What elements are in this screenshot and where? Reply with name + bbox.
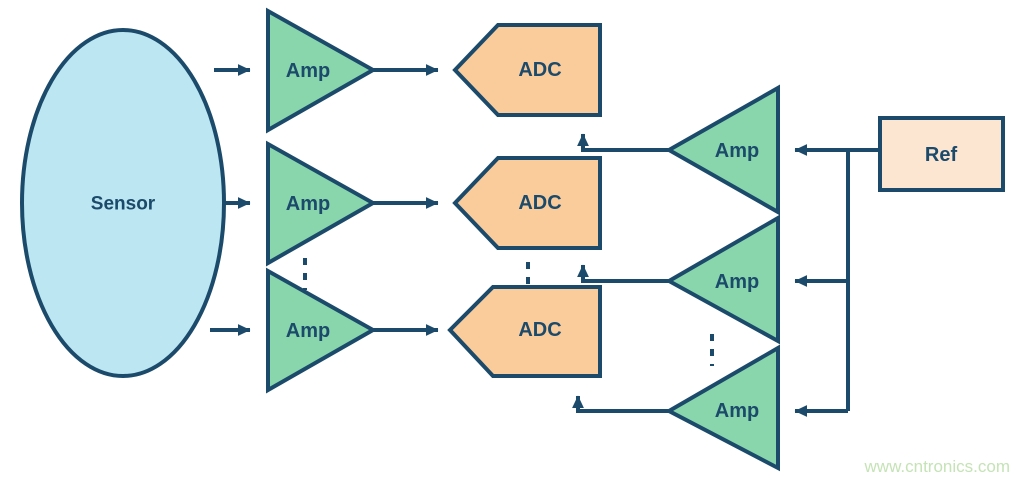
sensor-to-amp-wires bbox=[210, 64, 251, 336]
wire-refamp-adc-3 bbox=[572, 395, 669, 413]
sensor-label: Sensor bbox=[91, 194, 156, 215]
ref-amp-3-label: Amp bbox=[715, 400, 759, 422]
wire-refamp-adc-2 bbox=[577, 264, 669, 283]
input-amp-1-label: Amp bbox=[286, 60, 330, 82]
input-amp-2-triangle bbox=[266, 140, 378, 267]
ref-node[interactable]: Ref bbox=[878, 116, 1005, 192]
input-amp-3-label: Amp bbox=[286, 320, 330, 342]
input-amp-3[interactable]: Amp bbox=[266, 267, 378, 394]
amp-to-adc-wires bbox=[373, 64, 439, 336]
adc-1-label: ADC bbox=[518, 59, 561, 81]
input-amp-2[interactable]: Amp bbox=[266, 140, 378, 267]
adc-2-label: ADC bbox=[518, 192, 561, 214]
input-amp-2-label: Amp bbox=[286, 193, 330, 215]
ref-amp-1-label: Amp bbox=[715, 140, 759, 162]
ref-label: Ref bbox=[925, 144, 958, 166]
input-amp-1-triangle bbox=[266, 7, 378, 134]
refamp-to-adc-wires bbox=[572, 133, 669, 413]
watermark-text: www.cntronics.com bbox=[864, 457, 1010, 476]
ref-amp-3[interactable]: Amp bbox=[664, 344, 780, 472]
ref-rect bbox=[878, 116, 1005, 192]
sensor-node[interactable]: Sensor bbox=[20, 28, 226, 378]
adc-3-shape bbox=[447, 285, 602, 378]
ref-amp-2-label: Amp bbox=[715, 271, 759, 293]
ref-amp-1[interactable]: Amp bbox=[664, 84, 780, 216]
adc-1-shape bbox=[452, 23, 602, 117]
input-amp-1[interactable]: Amp bbox=[266, 7, 378, 134]
adc-1[interactable]: ADC bbox=[452, 23, 602, 117]
ref-amp-1-triangle bbox=[664, 84, 780, 216]
adc-3[interactable]: ADC bbox=[447, 285, 602, 378]
ref-bus-wires bbox=[794, 144, 880, 417]
adc-2[interactable]: ADC bbox=[452, 156, 602, 250]
adc-3-label: ADC bbox=[518, 319, 561, 341]
adc-2-shape bbox=[452, 156, 602, 250]
ref-amp-2[interactable]: Amp bbox=[664, 214, 780, 345]
ref-amp-3-triangle bbox=[664, 344, 780, 472]
wire-refamp-adc-1 bbox=[577, 133, 669, 152]
input-amp-3-triangle bbox=[266, 267, 378, 394]
ref-amp-2-triangle bbox=[664, 214, 780, 345]
sensor-ellipse bbox=[20, 28, 226, 378]
